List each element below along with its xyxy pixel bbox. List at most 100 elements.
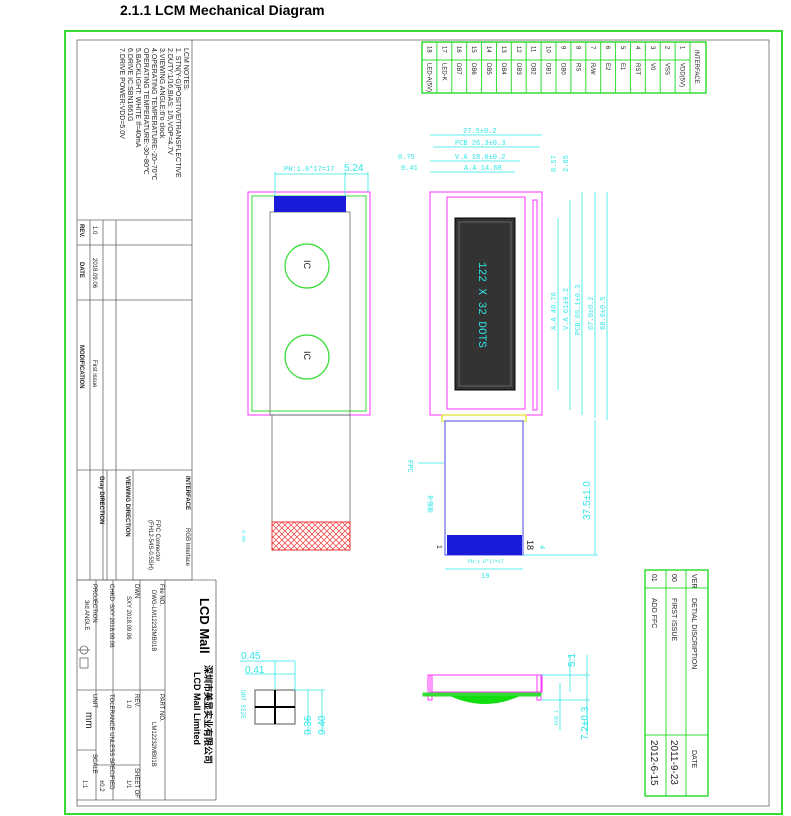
viewing-direction: VIEWING DIRECTION <box>124 476 130 537</box>
note-line: 7.DRIVE POWER:VDD=5.0V <box>118 48 125 139</box>
title-block: INTERFACE RGB Interface FPC Connector (F… <box>77 469 217 801</box>
pin-name: DB0 <box>559 63 565 75</box>
fpc-label: FPC <box>405 460 413 473</box>
ic-blob <box>284 334 330 380</box>
pin-18-label: 18 <box>525 540 535 550</box>
version-table: VER DETIAL DISCRIPTION DATE 00 FIRST ISS… <box>644 569 709 797</box>
sheet-label: SHEET OF <box>133 768 139 798</box>
dim-fpc-width: 19 <box>481 573 489 581</box>
pin-name: VSS <box>664 63 670 75</box>
ic-label: IC <box>302 260 312 270</box>
date-header: DATE <box>690 750 697 768</box>
file-no: DWG-LM12232MB01B <box>150 590 156 651</box>
revision-table: REV. DATE MODIFICATION 1.0 2018.09.06 Fi… <box>77 219 192 580</box>
rev-value: 1.0 <box>91 226 97 235</box>
pin-name: E2 <box>604 63 610 71</box>
interface-table: INTERFACE 1VDD(5V)2VSS3V04RST5E16E27R/W8… <box>421 41 707 94</box>
scale-label: SCALE <box>91 754 97 774</box>
dim-left: 4.00 <box>240 530 246 542</box>
pin-number: 15 <box>470 46 476 53</box>
note-line: 2.DUTY:1/16,BIAS: 1/5,VOP=4.7V <box>166 48 173 155</box>
dim-pcb-thickness: PCB 1 <box>554 710 560 725</box>
company-name-cn: 深圳市美显实业有限公司 <box>203 665 214 764</box>
pin-number: 17 <box>440 46 446 53</box>
interface-label: INTERFACE <box>184 476 190 510</box>
dim-0-41: 0.41 <box>401 165 418 173</box>
sheet-value: 1/1 <box>125 780 131 789</box>
pin-name: LED-K <box>440 63 446 81</box>
pin-number: 18 <box>425 46 431 53</box>
dim-pcb-width: PCB 26.3±0.3 <box>455 140 505 148</box>
dwn-label: DWN <box>133 584 139 598</box>
lcd-screen <box>454 217 516 391</box>
dim-pitch: PH:1.0*17=17 <box>284 166 334 174</box>
pin-name: E1 <box>619 63 625 71</box>
part-no: LM12232MB01B <box>150 722 156 767</box>
desc-value: ADD FFC <box>650 598 657 628</box>
dwn-value: SXY 2018.09.06 <box>125 596 131 640</box>
date-header: DATE <box>78 262 84 278</box>
desc-header: DETIAL DISCRIPTION <box>690 598 697 669</box>
pin-1-label: 1 <box>435 545 442 549</box>
pin-name: DB7 <box>455 63 461 75</box>
dot-size-detail: 0.45 0.41 DOT SIZE 0.36 0.40 <box>239 651 328 735</box>
pin-number: 6 <box>604 46 610 50</box>
note-line: 4.OPERATING TEMPERATURE:-20~70℃ <box>150 48 157 181</box>
pin-number: 1 <box>679 46 685 50</box>
projection-label: PROJECTION <box>91 584 97 623</box>
dim-dot-0-36: 0.36 <box>303 715 314 735</box>
dim-5-24: 5.24 <box>344 163 364 174</box>
dim-7-2: 7.2±0.3 <box>580 706 591 740</box>
note-line: 5.BACKLIGHT: WHITE If=40mA <box>134 48 141 148</box>
ic-label: IC <box>302 351 312 361</box>
projection-value: 3rd ANGLE <box>83 600 89 630</box>
pin-number: 16 <box>455 46 461 53</box>
note-line: 3.VIEWING ANGLE:6'o clock <box>158 48 165 139</box>
pin-name: DB2 <box>530 63 536 75</box>
dim-dot-0-45: 0.45 <box>241 651 261 662</box>
desc-value: FIRST ISSUE <box>670 598 677 641</box>
dot-size-label: DOT SIZE <box>239 690 246 719</box>
side-view: 5.1 PCB 1 7.2±0.3 <box>422 653 591 740</box>
section-title: 2.1.1 LCM Mechanical Diagram <box>120 2 325 18</box>
note-line: 6.DRIVE IC:SBN1661G <box>126 48 133 122</box>
note-line: OPERATING TEMPERATURE:-30~80℃ <box>142 48 149 175</box>
dim-va-height: V.A 61±0.2 <box>563 288 571 330</box>
pin-number: 10 <box>545 46 551 53</box>
pin-name: R/W <box>589 63 595 75</box>
notes-heading: LCM NOTES: <box>182 48 189 91</box>
dim-fpc-length: 37.5±1.0 <box>582 481 593 520</box>
dim-va-width: V.A 18.0±0.2 <box>455 154 505 162</box>
dim-2-65: 2.65 <box>563 155 571 172</box>
stiffener-hatch <box>271 521 351 551</box>
pin-number: 8 <box>574 46 580 50</box>
date-value: 2011-9-23 <box>668 740 679 785</box>
interface-value: RGB Interface <box>184 528 190 567</box>
dim-aa-width: A.A 14.68 <box>464 165 502 173</box>
back-view: IC IC PH:1.0*17=17 5.24 4.00 <box>240 163 371 551</box>
unit-value: mm <box>83 712 94 729</box>
pin-name: RST <box>634 63 640 75</box>
date-value: 2012-6-15 <box>648 740 659 786</box>
outer-frame <box>64 30 783 815</box>
rev-header: REV. <box>78 224 84 238</box>
pin-name: DB5 <box>485 63 491 75</box>
pin-name: LED-A(5V) <box>425 63 431 92</box>
dim-width: 27.5±0.2 <box>463 128 497 136</box>
interface-header: INTERFACE <box>693 50 699 84</box>
dim-8-57: 8.57 <box>551 155 559 172</box>
modification-header: MODIFICATION <box>78 345 84 389</box>
tolerance-label: TOLERANCE UNLESS SPECIFIED <box>108 694 114 790</box>
fpc-joint <box>441 414 527 422</box>
dim-68-6: 68.6±0.5 <box>600 296 608 330</box>
ver-header: VER <box>690 574 697 588</box>
pin-number: 4 <box>634 46 640 50</box>
connector: FPC Connector <box>154 520 160 561</box>
pin-number: 13 <box>500 46 506 53</box>
dim-5-1: 5.1 <box>567 653 578 667</box>
lcm-notes: LCM NOTES: 1. STN(Y-G)POSITIVE/TRANSFLEC… <box>118 48 189 181</box>
ver-value: 01 <box>650 574 657 582</box>
rev-value: 1.0 <box>125 700 131 709</box>
pin-number: 7 <box>589 46 595 50</box>
